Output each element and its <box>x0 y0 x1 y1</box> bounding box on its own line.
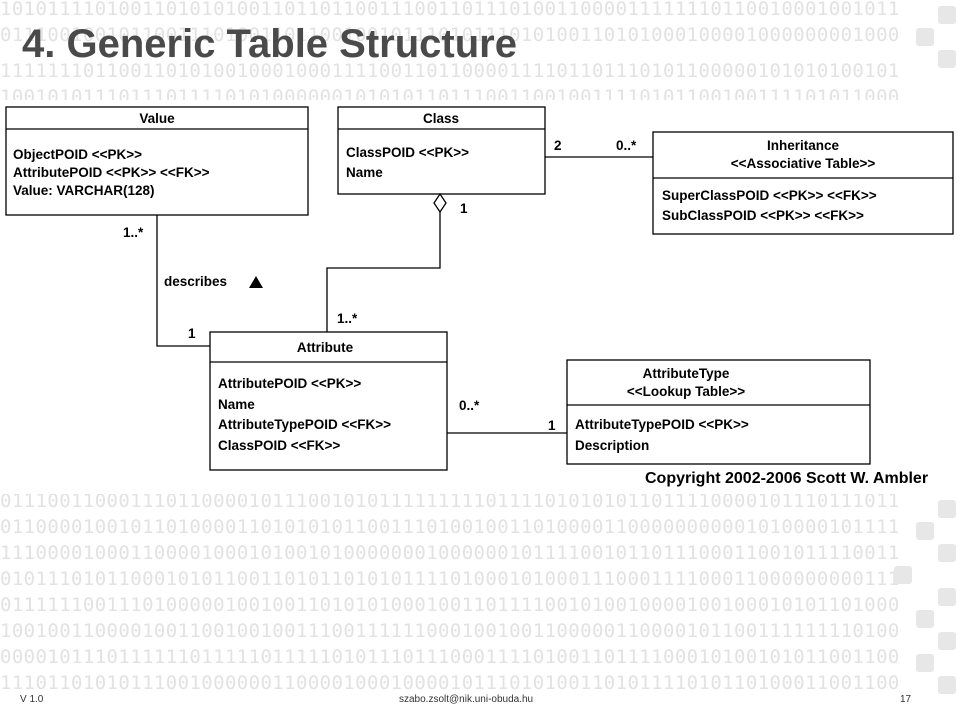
footer-page-number: 17 <box>900 694 912 705</box>
class-attribute: AttributePOID <<PK>> <box>218 376 361 391</box>
multiplicity-label: 1..* <box>123 225 144 240</box>
multiplicity-label: 2 <box>554 138 562 153</box>
binary-row: 0111001100011101100001011100101011111111… <box>0 490 900 512</box>
binary-row: 1001001100001001100100100111001111110001… <box>0 620 900 642</box>
class-attribute: Value: VARCHAR(128) <box>13 183 155 198</box>
class-attribute: SubClassPOID <<PK>> <<FK>> <box>662 208 864 223</box>
binary-row: 0000101110111111011111011111010111011100… <box>0 646 900 668</box>
slide-title: 4. Generic Table Structure <box>22 22 517 66</box>
multiplicity-label: 1 <box>460 201 468 216</box>
class-name-value: Value <box>139 111 175 126</box>
association-class-attribute <box>326 212 441 332</box>
uml-diagram: Value ObjectPOID <<PK>> AttributePOID <<… <box>0 100 960 494</box>
class-attribute: Description <box>575 438 649 453</box>
copyright-notice: Copyright 2002-2006 Scott W. Ambler <box>645 470 929 487</box>
class-attribute: ObjectPOID <<PK>> <box>13 147 142 162</box>
binary-row: 1110000100011000010001010010100000001000… <box>0 542 900 564</box>
multiplicity-label: 0..* <box>459 398 480 413</box>
binary-row: 0111001001011001110100110110010010111010… <box>0 24 900 46</box>
binary-row: 1110110101011100100000011000010001000010… <box>0 672 900 694</box>
binary-row: 1111111011001101010010001000111100110110… <box>0 60 900 82</box>
aggregation-diamond <box>433 192 447 214</box>
footer-email: szabo.zsolt@nik.uni-obuda.hu <box>399 694 534 705</box>
class-box-attribute <box>209 331 448 471</box>
multiplicity-label: 1..* <box>337 311 358 326</box>
multiplicity-label: 0..* <box>616 138 637 153</box>
multiplicity-label: 1 <box>548 418 556 433</box>
class-name-attributetype: AttributeType <box>643 366 730 381</box>
association-value-attribute <box>156 215 210 347</box>
class-attribute: Name <box>218 397 255 412</box>
class-attribute: SuperClassPOID <<PK>> <<FK>> <box>662 188 877 203</box>
footer-version: V 1.0 <box>20 694 44 705</box>
binary-row: 0110000100101101000011010101011001110100… <box>0 516 900 538</box>
uml-diagram-svg: Value ObjectPOID <<PK>> AttributePOID <<… <box>5 106 954 471</box>
class-box-class <box>337 106 546 195</box>
class-attribute: AttributeTypePOID <<FK>> <box>218 417 391 432</box>
class-box-inheritance <box>652 131 954 235</box>
binary-row: 1010111101001101010100110110110011100110… <box>0 0 900 20</box>
describes-arrow-icon <box>249 276 263 288</box>
class-attribute: AttributeTypePOID <<PK>> <box>575 417 749 432</box>
class-attribute: ClassPOID <<PK>> <box>346 145 469 160</box>
class-name-attribute: Attribute <box>297 340 354 355</box>
class-attribute: Name <box>346 165 383 180</box>
binary-row: 0111111001110100000100100110101010001001… <box>0 594 900 616</box>
multiplicity-label: 1 <box>188 326 196 341</box>
decorative-squares <box>880 0 960 720</box>
class-attribute: ClassPOID <<FK>> <box>218 438 340 453</box>
class-stereotype: <<Lookup Table>> <box>627 384 745 399</box>
binary-row: 0101110101100010101100110101101010111101… <box>0 568 900 590</box>
class-name-inheritance: Inheritance <box>767 138 840 153</box>
class-stereotype: <<Associative Table>> <box>731 156 876 171</box>
class-box-attributetype <box>566 359 871 465</box>
class-attribute: AttributePOID <<PK>> <<FK>> <box>13 165 210 180</box>
association-label-describes: describes <box>164 274 227 289</box>
class-name-class: Class <box>423 111 459 126</box>
